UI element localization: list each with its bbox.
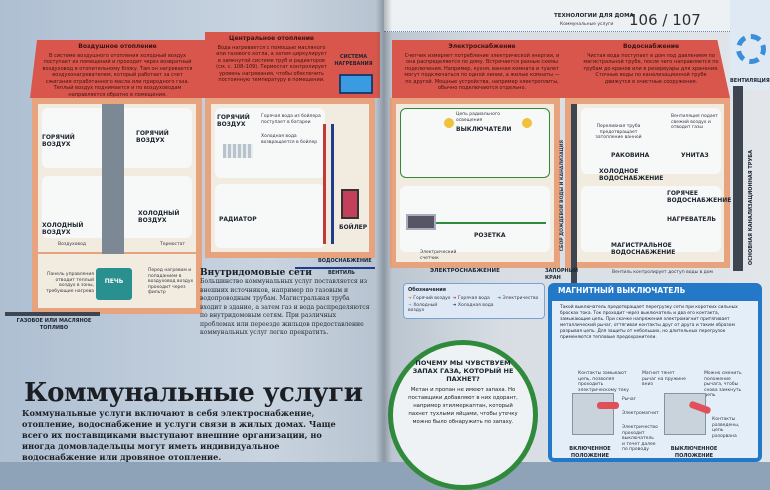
off-position-label: ВЫКЛЮЧЕННОЕ ПОЛОЖЕНИЕ	[670, 446, 718, 459]
meter-label: Электрический счетчик	[420, 250, 457, 261]
water-text: Чистая вода поступает в дом под давление…	[583, 52, 719, 85]
vent-note: Вентиляция подает свежий воздух и отводи…	[671, 114, 719, 130]
gas-callout-title: ПОЧЕМУ МЫ ЧУВСТВУЕМ ЗАПАХ ГАЗА, КОТОРЫЙ …	[412, 359, 514, 383]
thermostat-label: Термостат	[160, 242, 185, 247]
heater-label: НАГРЕВАТЕЛЬ	[667, 216, 716, 223]
valve-label: ВЕНТИЛЬ	[328, 270, 355, 276]
inner-networks-title: Внутридомовые сети	[200, 268, 312, 278]
subsection-title: Коммунальные услуги	[560, 22, 614, 27]
inner-networks-section: Внутридомовые сети Большинство коммуналь…	[200, 268, 372, 338]
socket-label: РОЗЕТКА	[474, 232, 506, 239]
magnet-label: Электромагнит	[622, 411, 659, 416]
air-heating-text: В системе воздушного отопления холодный …	[42, 52, 193, 98]
gas-smell-callout: ПОЧЕМУ МЫ ЧУВСТВУЕМ ЗАПАХ ГАЗА, КОТОРЫЙ …	[388, 340, 538, 490]
breaker-note: Магнит тянет рычаг на пружине вниз	[642, 371, 686, 387]
air-heating-title: Воздушное отопление	[78, 43, 157, 50]
fuel-label: ГАЗОВОЕ ИЛИ МАСЛЯНОЕ ТОПЛИВО	[16, 318, 92, 331]
book-gutter	[376, 0, 392, 462]
legend: Обозначения ➜ Горячий воздух ➜ Горячая в…	[403, 283, 545, 319]
legend-item-hot-water: ➜ Горячая вода	[452, 296, 490, 301]
central-heating-text: Вода нагревается с помощью масляного или…	[216, 44, 327, 84]
shutoff-label: ЗАПОРНЫЙ КРАН	[545, 268, 579, 281]
flow-label: Электричество проходит выключатель и теч…	[622, 425, 658, 452]
sink-label: РАКОВИНА	[611, 152, 650, 159]
lever-label: Рычаг	[622, 397, 637, 402]
on-position-label: ВКЛЮЧЕННОЕ ПОЛОЖЕНИЕ	[569, 446, 611, 459]
breaker-off-illustration	[664, 393, 712, 435]
rain-pipe	[571, 104, 577, 284]
magnetic-breaker-box: МАГНИТНЫЙ ВЫКЛЮЧАТЕЛЬ Такой выключатель …	[548, 283, 762, 462]
water-title: Водоснабжение	[622, 43, 680, 50]
cold-water-label: ХОЛОДНОЕ ВОДОСНАБЖЕНИЕ	[599, 168, 664, 182]
electricity-diagram: Цепь радиального освещения ВЫКЛЮЧАТЕЛИ Р…	[390, 98, 560, 268]
duct-label: Воздуховод	[58, 242, 86, 247]
sewer-pipe	[733, 86, 743, 271]
boiler	[341, 189, 359, 219]
water-supply-label: ВОДОСНАБЖЕНИЕ	[318, 258, 372, 264]
central-heating-title: Центральное отопление	[229, 35, 314, 42]
hot-water-label: ГОРЯЧЕЕ ВОДОСНАБЖЕНИЕ	[667, 190, 732, 204]
switches-label: ВЫКЛЮЧАТЕЛИ	[456, 126, 512, 133]
intro-text: Коммунальные услуги включают в себя элек…	[22, 408, 336, 462]
valve-note: Вентиль контролирует доступ воды в дом	[612, 270, 713, 275]
heating-system-label: СИСТЕМА НАГРЕВАНИЯ	[334, 54, 373, 67]
overflow-label: Переливная труба предотвращает затоплени…	[595, 124, 642, 140]
cold-water-note: Холодная вода возвращается в бойлер	[261, 134, 318, 145]
electricity-title: Электроснабжение	[448, 43, 516, 50]
rain-sewer-label: СБОР ДОЖДЕВОЙ ВОДЫ И КАНАЛИЗАЦИЯ	[560, 140, 565, 252]
radiator-label: РАДИАТОР	[219, 216, 257, 223]
breaker-title: МАГНИТНЫЙ ВЫКЛЮЧАТЕЛЬ	[558, 286, 686, 295]
cold-air-label: ХОЛОДНЫЙ ВОЗДУХ	[42, 222, 84, 236]
inner-networks-text: Большинство коммунальных услуг поставляе…	[200, 278, 370, 336]
gas-callout-text: Метан и пропан не имеют запаха. Но поста…	[408, 387, 518, 425]
electricity-panel: Электроснабжение Счетчик измеряет потреб…	[392, 40, 572, 98]
legend-item-hot-air: ➜ Горячий воздух	[408, 296, 451, 301]
electricity-label: ЭЛЕКТРОСНАБЖЕНИЕ	[430, 268, 500, 274]
hot-air-label: ГОРЯЧИЙ ВОЗДУХ	[136, 130, 169, 144]
mains-label: МАГИСТРАЛЬНОЕ ВОДОСНАБЖЕНИЕ	[611, 242, 676, 256]
water-diagram: Переливная труба предотвращает затоплени…	[565, 98, 732, 284]
boiler-label: БОЙЛЕР	[339, 224, 368, 231]
fuse-box	[406, 214, 436, 230]
ventilation-label: ВЕНТИЛЯЦИЯ	[730, 78, 770, 84]
electricity-text: Счетчик измеряет потребление электрическ…	[404, 52, 560, 92]
hot-air-label: ГОРЯЧИЙ ВОЗДУХ	[217, 114, 250, 128]
furnace: ПЕЧЬ	[96, 268, 132, 300]
panel-label: Панель управления отводит теплый воздух …	[46, 272, 94, 294]
breaker-note: Контакты разведены, цепь разорвана	[712, 417, 740, 439]
breaker-text: Такой выключатель предотвращает перегруз…	[560, 305, 738, 340]
breaker-on-illustration	[572, 393, 619, 435]
sewer-label: ОСНОВНАЯ КАНАЛИЗАЦИОННАЯ ТРУБА	[748, 150, 754, 266]
heating-tank	[339, 74, 373, 94]
radiator-icon	[223, 144, 253, 158]
cold-air-label: ХОЛОДНЫЙ ВОЗДУХ	[138, 210, 180, 224]
page-title: Коммунальные услуги	[24, 378, 363, 408]
section-title: ТЕХНОЛОГИИ ДЛЯ ДОМА	[554, 13, 634, 19]
radial-circuit-label: Цепь радиального освещения	[456, 112, 501, 123]
page-numbers: 106 / 107	[629, 11, 701, 29]
lamp-icon	[522, 118, 532, 128]
hot-air-label: ГОРЯЧИЙ ВОЗДУХ	[42, 134, 75, 148]
lamp-icon	[444, 118, 454, 128]
legend-item-cold-water: ➜ Холодная вода	[452, 303, 494, 308]
breaker-note: Можно сменить положение рычага, чтобы сн…	[704, 371, 742, 398]
legend-title: Обозначения	[408, 287, 446, 293]
gear-house-icon	[730, 0, 770, 90]
toilet-label: УНИТАЗ	[681, 152, 709, 159]
air-heating-panel: Воздушное отопление В системе воздушного…	[30, 40, 205, 98]
legend-item-cold-air: ➜ Холодный воздух	[408, 303, 438, 313]
air-heating-diagram: ГОРЯЧИЙ ВОЗДУХ ГОРЯЧИЙ ВОЗДУХ ХОЛОДНЫЙ В…	[32, 98, 202, 304]
hot-water-note: Горячая вода из бойлера поступает в бата…	[261, 114, 321, 125]
water-panel: Водоснабжение Чистая вода поступает в до…	[572, 40, 730, 98]
breaker-note: Контакты замыкают цепь, позволяя проходи…	[578, 371, 629, 393]
legend-item-electricity: ➜ Электричество	[497, 296, 539, 301]
filter-label: Перед нагревом и попаданием в воздуховод…	[148, 268, 194, 295]
furnace-room: Панель управления отводит теплый воздух …	[32, 254, 202, 314]
fuel-pipe	[5, 312, 100, 316]
central-heating-diagram: ГОРЯЧИЙ ВОЗДУХ Горячая вода из бойлера п…	[205, 54, 375, 258]
page-header: ТЕХНОЛОГИИ ДЛЯ ДОМА Коммунальные услуги …	[384, 0, 730, 32]
